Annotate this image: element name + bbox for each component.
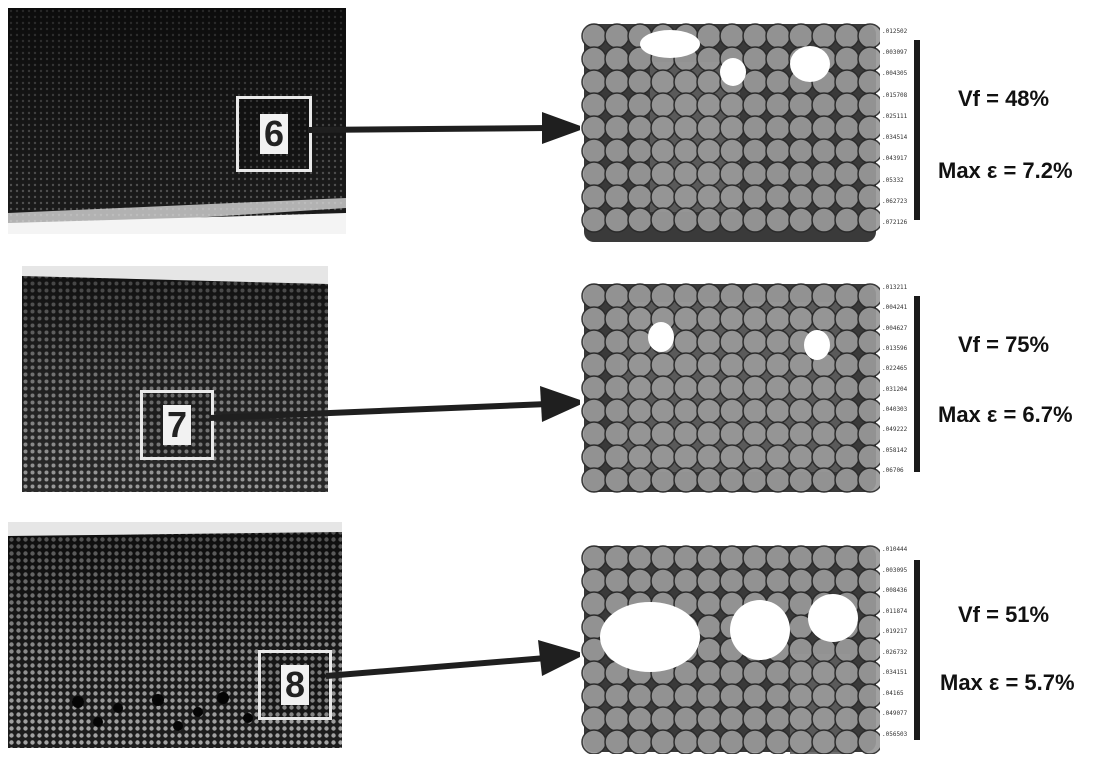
scale-tick-label: .003097 bbox=[882, 49, 916, 56]
micrograph-number-6: 6 bbox=[260, 114, 288, 154]
scale-bar-7 bbox=[914, 296, 920, 472]
scale-labels-7: .013211 .004241 .004627 .013596 .022465 .0312… bbox=[882, 284, 916, 474]
arrow-6 bbox=[306, 108, 588, 148]
scale-tick-label: .012502 bbox=[882, 28, 916, 35]
row-7: 7 .013211 .004241 .004627 .013596 .022465 .03… bbox=[0, 260, 1096, 500]
vf-8: Vf = 51% bbox=[958, 602, 1049, 628]
micrograph-number-7: 7 bbox=[163, 405, 191, 445]
row-6: 6 .012502 .003097 .004305 .015708 .025111 .03… bbox=[0, 0, 1096, 250]
scale-tick-label: .072126 bbox=[882, 219, 916, 226]
micrograph-label-7: 7 bbox=[140, 390, 214, 460]
strain-map-6 bbox=[580, 22, 880, 244]
strain-map-8-image bbox=[580, 544, 880, 754]
scale-tick-label: .049222 bbox=[882, 426, 916, 433]
arrow-7 bbox=[208, 378, 588, 428]
strain-map-6-image bbox=[580, 22, 880, 244]
scale-tick-label: .010444 bbox=[882, 546, 916, 553]
scale-tick-label: .06706 bbox=[882, 467, 916, 474]
scale-tick-label: .040303 bbox=[882, 406, 916, 413]
scale-tick-label: .056503 bbox=[882, 731, 916, 738]
scale-tick-label: .04165 bbox=[882, 690, 916, 697]
scale-tick-label: .004241 bbox=[882, 304, 916, 311]
vf-6: Vf = 48% bbox=[958, 86, 1049, 112]
scale-tick-label: .049077 bbox=[882, 710, 916, 717]
vf-7: Vf = 75% bbox=[958, 332, 1049, 358]
row-8: 8 .010444 .003095 .008436 .011874 .019217 .02… bbox=[0, 510, 1096, 757]
micrograph-label-6: 6 bbox=[236, 96, 312, 172]
strain-map-7-image bbox=[580, 282, 880, 494]
strain-map-8 bbox=[580, 544, 880, 754]
scale-tick-label: .026732 bbox=[882, 649, 916, 656]
scale-tick-label: .05332 bbox=[882, 177, 916, 184]
scale-bar-8 bbox=[914, 560, 920, 740]
micrograph-label-8: 8 bbox=[258, 650, 332, 720]
scale-tick-label: .015708 bbox=[882, 92, 916, 99]
scale-tick-label: .011874 bbox=[882, 608, 916, 615]
scale-tick-label: .004305 bbox=[882, 70, 916, 77]
strain-map-7 bbox=[580, 282, 880, 494]
arrow-8 bbox=[324, 634, 588, 686]
scale-tick-label: .013211 bbox=[882, 284, 916, 291]
scale-tick-label: .019217 bbox=[882, 628, 916, 635]
scale-tick-label: .034151 bbox=[882, 669, 916, 676]
scale-bar-6 bbox=[914, 40, 920, 220]
scale-tick-label: .034514 bbox=[882, 134, 916, 141]
scale-tick-label: .031204 bbox=[882, 386, 916, 393]
scale-labels-6: .012502 .003097 .004305 .015708 .025111 .0345… bbox=[882, 28, 916, 226]
scale-tick-label: .043917 bbox=[882, 155, 916, 162]
max-strain-6: Max ε = 7.2% bbox=[938, 158, 1073, 184]
scale-tick-label: .062723 bbox=[882, 198, 916, 205]
scale-tick-label: .022465 bbox=[882, 365, 916, 372]
micrograph-number-8: 8 bbox=[281, 665, 309, 705]
max-strain-7: Max ε = 6.7% bbox=[938, 402, 1073, 428]
scale-tick-label: .025111 bbox=[882, 113, 916, 120]
scale-labels-8: .010444 .003095 .008436 .011874 .019217 .0267… bbox=[882, 546, 916, 738]
scale-tick-label: .008436 bbox=[882, 587, 916, 594]
scale-tick-label: .003095 bbox=[882, 567, 916, 574]
max-strain-8: Max ε = 5.7% bbox=[940, 670, 1075, 696]
scale-tick-label: .013596 bbox=[882, 345, 916, 352]
scale-tick-label: .004627 bbox=[882, 325, 916, 332]
scale-tick-label: .058142 bbox=[882, 447, 916, 454]
